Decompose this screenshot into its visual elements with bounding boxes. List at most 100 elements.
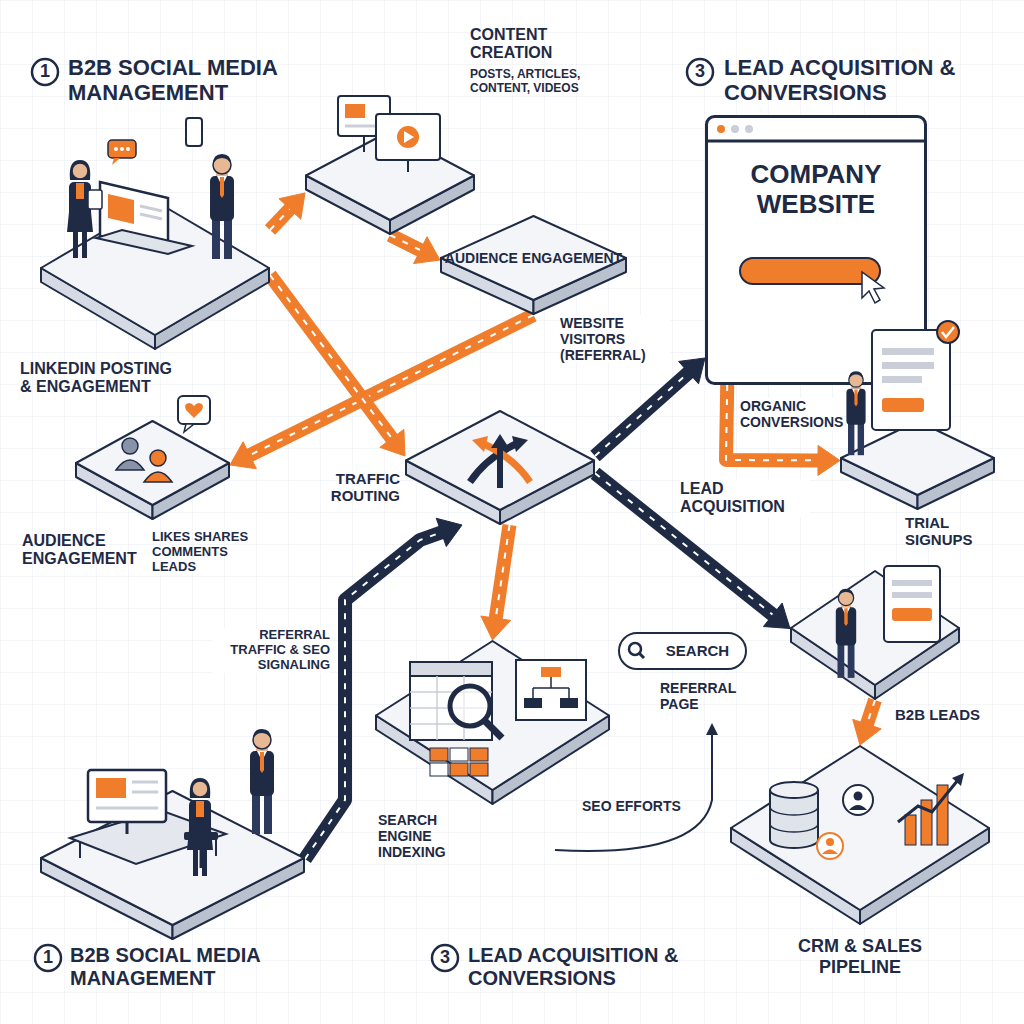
arrow-head — [853, 719, 881, 745]
routing-icon — [470, 434, 530, 488]
platform-shape — [840, 420, 995, 510]
illustration-part — [185, 403, 203, 418]
section-heading: B2B SOCIAL MEDIA MANAGEMENT — [68, 55, 358, 106]
illustration-part — [450, 686, 490, 726]
illustration-part — [79, 838, 81, 858]
note-label: SEO EFFORTS — [582, 798, 697, 814]
illustration-part — [70, 810, 226, 864]
node-caption: TRIAL SIGNUPS — [905, 514, 995, 549]
node-caption: CRM & SALES PIPELINE — [770, 936, 950, 977]
illustration-part — [116, 460, 144, 470]
browser-dot — [717, 125, 725, 133]
illustration-part — [410, 723, 492, 725]
arrow-band — [866, 700, 875, 726]
platform: TRIAL SIGNUPS — [840, 420, 995, 510]
illustration-part — [67, 160, 93, 258]
arrow-head — [414, 237, 440, 264]
content-screens — [338, 96, 440, 172]
illustration-part — [905, 815, 916, 845]
arrow-band — [390, 235, 422, 251]
crm-scene — [770, 773, 964, 859]
illustration-part — [892, 592, 932, 598]
section-heading: LEAD ACQUISITION & CONVERSIONS — [724, 55, 1009, 106]
section-heading: LEAD ACQUISITION & CONVERSIONS — [468, 944, 743, 990]
illustration-part — [849, 805, 867, 810]
platform: B2B SOCIAL MEDIA MANAGEMENT — [40, 790, 305, 940]
illustration-part — [126, 147, 130, 151]
illustration-part — [524, 698, 542, 708]
platform-shape — [75, 420, 230, 520]
illustration-part — [892, 608, 932, 621]
illustration-part — [921, 800, 932, 845]
illustration-part — [200, 840, 203, 868]
arrow-band — [270, 275, 393, 440]
illustration-part — [470, 444, 516, 482]
illustration-part — [687, 59, 713, 85]
search-field — [619, 633, 746, 669]
illustration-part — [187, 778, 213, 876]
illustration-part — [516, 660, 586, 720]
arrow-dash — [270, 208, 291, 230]
callout-number: 1 — [32, 61, 58, 82]
platform-shape — [40, 200, 270, 350]
node-caption: AUDIENCE ENGAGEMENT — [22, 532, 147, 569]
node-caption: LINKEDIN POSTING & ENGAGEMENT — [20, 360, 180, 397]
illustration-part — [132, 781, 158, 784]
illustration-part — [822, 850, 838, 855]
illustration-part — [96, 230, 192, 254]
illustration-part — [862, 272, 884, 303]
arrow-head — [436, 518, 462, 546]
platform-face — [41, 791, 304, 925]
platform-face — [731, 746, 989, 910]
arrow-head — [230, 442, 256, 469]
illustration-part — [740, 258, 880, 284]
illustration-part — [108, 140, 136, 158]
illustration-part — [150, 450, 166, 466]
illustration-part — [770, 782, 818, 798]
platform-shape — [375, 640, 610, 805]
illustration-part — [470, 763, 488, 776]
platform-face — [406, 411, 594, 510]
node-caption: TRAFFIC ROUTING — [318, 470, 400, 505]
arrow-head — [481, 616, 511, 640]
illustration-part — [112, 158, 120, 165]
illustration-part — [470, 748, 488, 761]
illustration-part — [937, 785, 948, 845]
illustration-part — [826, 838, 834, 846]
magnifier-icon — [639, 653, 644, 658]
illustration-part — [843, 785, 873, 815]
node-label: SEARCH — [648, 642, 747, 659]
desk-scene — [70, 729, 274, 876]
illustration-part — [122, 438, 138, 454]
illustration-part — [770, 807, 818, 832]
illustration-part — [497, 446, 503, 488]
platform: AUDIENCE ENGAGEMENTLIKES SHARES COMMENTS… — [75, 420, 230, 520]
illustration-part — [898, 780, 958, 822]
arrow-dash — [495, 525, 509, 620]
illustration-part — [404, 131, 414, 143]
illustration-part — [120, 147, 124, 151]
edge-label: ORGANIC CONVERSIONS — [740, 398, 840, 430]
lead-form-scene — [836, 566, 940, 678]
platform: CRM & SALES PIPELINE — [730, 745, 990, 925]
node-label: AUDIENCE ENGAGEMENT — [440, 250, 627, 266]
website-button — [740, 258, 884, 303]
illustration-part — [126, 822, 129, 834]
illustration-part — [345, 125, 383, 128]
flow-arrow — [726, 385, 840, 475]
platform: B2B LEADS — [790, 570, 960, 700]
node-caption: B2B LEADS — [895, 706, 995, 723]
arrow-dash — [866, 700, 875, 726]
callout-number: 1 — [35, 947, 61, 968]
seo-arrow — [555, 723, 718, 851]
platform-face — [76, 421, 229, 505]
platform-shape — [40, 790, 305, 940]
illustration-part — [250, 729, 274, 834]
arrow-dash — [390, 235, 422, 251]
node-caption: LIKES SHARES COMMENTS LEADS — [152, 530, 252, 575]
arrow-head — [279, 193, 305, 219]
illustration-part — [184, 424, 194, 432]
arrow-head — [763, 603, 790, 628]
browser-dot — [731, 125, 739, 133]
node-caption: B2B SOCIAL MEDIA MANAGEMENT — [70, 944, 340, 990]
